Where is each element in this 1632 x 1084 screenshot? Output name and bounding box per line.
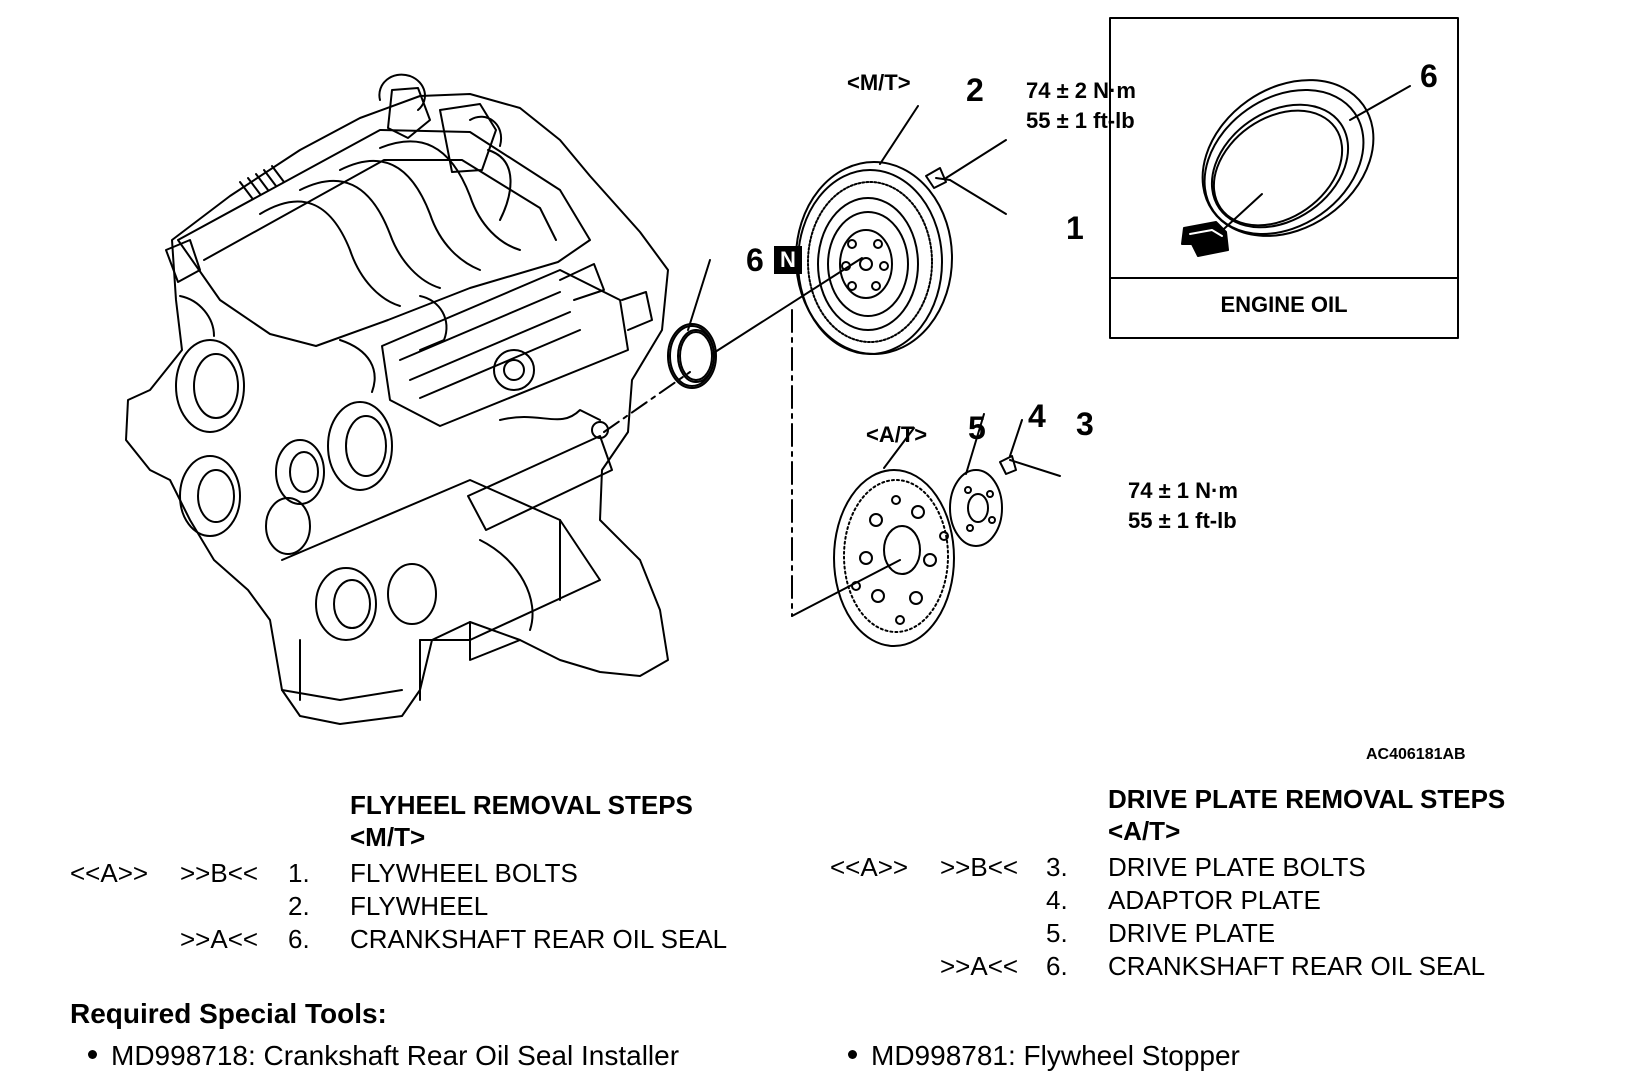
step-number: 1.	[288, 858, 310, 888]
step-label: DRIVE PLATE BOLTS	[1108, 852, 1366, 882]
adaptor-plate	[949, 469, 1003, 547]
step-label: CRANKSHAFT REAR OIL SEAL	[1108, 951, 1486, 981]
torque-at-ftlb: 55 ± 1 ft-lb	[1128, 508, 1237, 533]
step-ref-a: <<A>>	[830, 852, 909, 882]
special-tool-item: MD998718: Crankshaft Rear Oil Seal Insta…	[88, 1040, 679, 1072]
callout-6: 6	[746, 242, 764, 278]
callout-1: 1	[1066, 210, 1084, 246]
callout-3: 3	[1076, 406, 1094, 442]
crankshaft-rear-oil-seal	[667, 323, 717, 389]
n-new-part-badge: N	[774, 246, 802, 274]
step-label: CRANKSHAFT REAR OIL SEAL	[350, 924, 728, 954]
driveplate-step-row: 5. DRIVE PLATE	[0, 918, 1632, 950]
callout-4: 4	[1028, 398, 1046, 434]
torque-mt-ftlb: 55 ± 1 ft-lb	[1026, 108, 1135, 133]
special-tool-text: MD998718: Crankshaft Rear Oil Seal Insta…	[111, 1040, 680, 1071]
alignment-lines	[603, 105, 1061, 617]
flywheel-bolt	[925, 167, 951, 189]
step-label: ADAPTOR PLATE	[1108, 885, 1321, 915]
flywheel-steps-subtitle: <M/T>	[350, 822, 426, 852]
step-ref-b: >>B<<	[940, 852, 1019, 882]
bullet-icon	[848, 1050, 857, 1060]
mt-label: <M/T>	[847, 70, 911, 95]
flywheel	[795, 161, 953, 355]
step-number: 4.	[1046, 885, 1068, 915]
driveplate-step-row: >>A<< 6. CRANKSHAFT REAR OIL SEAL	[0, 951, 1632, 983]
step-ref-b: >>A<<	[940, 951, 1019, 981]
step-ref-b: >>A<<	[180, 924, 259, 954]
drive-plate-bolt	[999, 455, 1017, 475]
flywheel-steps-title: FLYHEEL REMOVAL STEPS	[350, 790, 693, 820]
torque-at-nm: 74 ± 1 N·m	[1128, 478, 1238, 503]
step-label: FLYWHEEL	[350, 891, 489, 921]
special-tool-item: MD998781: Flywheel Stopper	[848, 1040, 1240, 1072]
flywheel-step-row: 2. FLYWHEEL	[0, 891, 780, 923]
driveplate-steps-title: DRIVE PLATE REMOVAL STEPS	[1108, 784, 1506, 814]
callout-6-inset: 6	[1420, 58, 1438, 94]
step-label: FLYWHEEL BOLTS	[350, 858, 578, 888]
step-number: 5.	[1046, 918, 1068, 948]
figure-code: AC406181AB	[1366, 746, 1466, 763]
engine-oil-inset	[1109, 17, 1459, 339]
step-number: 6.	[1046, 951, 1068, 981]
step-label: DRIVE PLATE	[1108, 918, 1276, 948]
special-tool-text: MD998781: Flywheel Stopper	[871, 1040, 1240, 1071]
callout-5: 5	[968, 410, 986, 446]
flywheel-step-row: <<A>> >>B<< 1. FLYWHEEL BOLTS	[0, 858, 780, 890]
inset-caption: ENGINE OIL	[1220, 292, 1348, 317]
drive-plate	[833, 469, 955, 647]
special-tools-heading: Required Special Tools:	[70, 998, 387, 1029]
flywheel-step-row: >>A<< 6. CRANKSHAFT REAR OIL SEAL	[0, 924, 780, 956]
driveplate-steps-subtitle: <A/T>	[1108, 816, 1181, 846]
step-ref-a: <<A>>	[70, 858, 149, 888]
step-number: 6.	[288, 924, 310, 954]
step-number: 2.	[288, 891, 310, 921]
driveplate-step-row: <<A>> >>B<< 3. DRIVE PLATE BOLTS	[0, 852, 1632, 884]
bullet-icon	[88, 1050, 97, 1060]
driveplate-step-row: 4. ADAPTOR PLATE	[0, 885, 1632, 917]
at-label: <A/T>	[866, 422, 928, 447]
step-number: 3.	[1046, 852, 1068, 882]
torque-mt-nm: 74 ± 2 N·m	[1026, 78, 1136, 103]
engine-illustration	[125, 73, 669, 725]
step-ref-b: >>B<<	[180, 858, 259, 888]
callout-2: 2	[966, 72, 984, 108]
